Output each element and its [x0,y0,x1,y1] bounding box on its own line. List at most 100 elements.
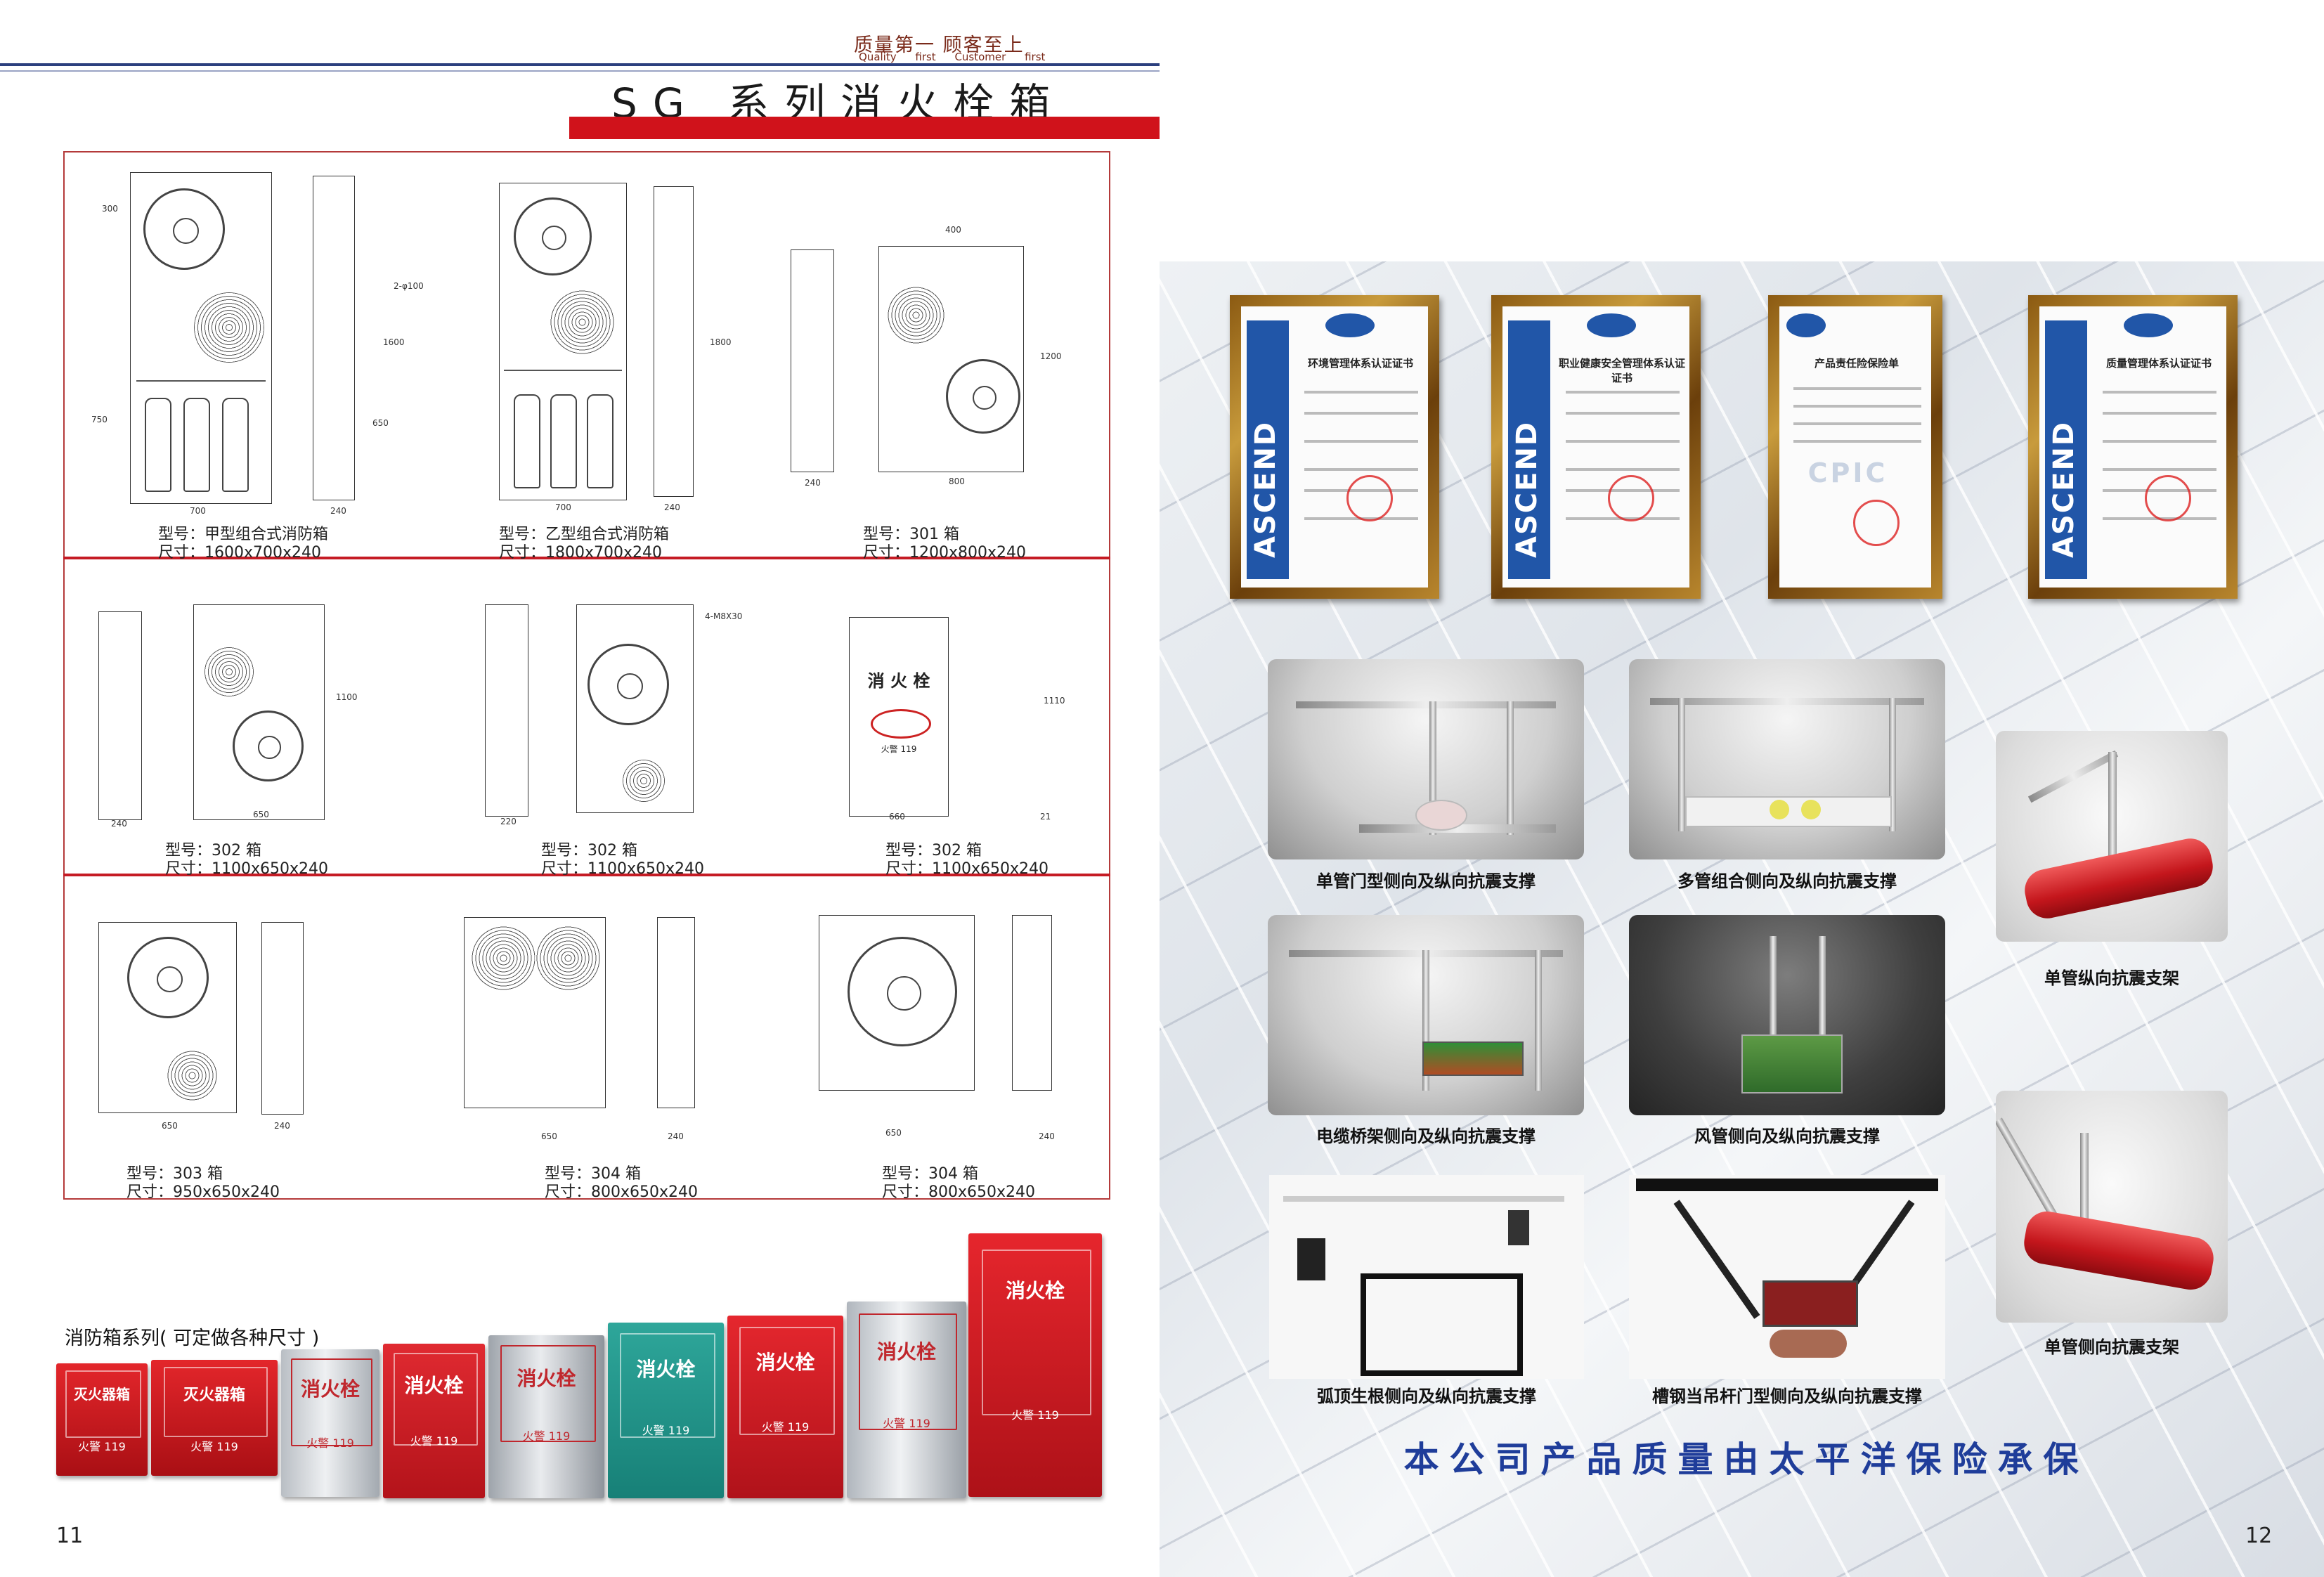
size-label: 尺寸：950x650x240 [126,1183,280,1201]
cabinet-sub: 火警 119 [522,1429,571,1443]
certificate-frame: ASCEND 环境管理体系认证证书 [1230,295,1439,599]
cabinet-label: 消火栓 [755,1351,815,1374]
size-label: 尺寸：1200x800x240 [863,544,1027,562]
dim-label: 220 [500,817,517,826]
drawing-front-view [193,604,325,820]
insurance-guarantee: 本公司产品质量由太平洋保险承保 [1403,1439,2089,1480]
cabinet-sub: 火警 119 [883,1417,930,1430]
header-rule [0,63,1160,66]
drawing-front-view [576,604,694,813]
certificate-brand: CPIC [1807,457,1888,488]
dim-label: 1100 [336,692,358,702]
model-label: 型号：302 箱 [165,842,261,859]
model-label: 型号：303 箱 [126,1165,223,1183]
product-caption: 多管组合侧向及纵向抗震支撑 [1677,871,1897,891]
size-label: 尺寸：800x650x240 [882,1183,1036,1201]
cabinet-photo: 消火栓 火警 119 [488,1335,604,1498]
drawing-side-view [261,922,304,1115]
product-photo [1996,731,2228,942]
size-label: 尺寸：1100x650x240 [541,860,705,878]
certificate-heading: 环境管理体系认证证书 [1307,357,1413,370]
cabinet-photo: 消火栓 火警 119 [608,1323,724,1498]
plate-text: 消 火 栓 [867,670,930,691]
certificate-frame: ASCEND 职业健康安全管理体系认证证书 [1491,295,1701,599]
dim-label: 2-φ100 [394,281,424,291]
certificate-brand: ASCEND [2048,420,2080,558]
red-seal-icon [1346,475,1393,521]
size-label: 尺寸：800x650x240 [545,1183,699,1201]
model-label: 型号：302 箱 [885,842,982,859]
slogan-english: Quality first Customer first [859,51,1046,63]
dim-label: 400 [945,225,961,235]
model-label: 型号：304 箱 [545,1165,641,1183]
certificate-heading: 质量管理体系认证证书 [2105,357,2212,370]
cabinet-sub: 火警 119 [410,1434,458,1448]
dim-label: 750 [91,415,108,424]
certificate-frame: ASCEND 质量管理体系认证证书 [2028,295,2238,599]
dim-label: 1200 [1040,351,1062,361]
dim-label: 240 [664,502,680,512]
drawing-side-view [654,186,694,497]
ascend-logo-icon [1587,313,1636,337]
red-seal-icon [1853,500,1900,546]
row-divider [63,874,1110,876]
drawing-side-view [657,917,695,1108]
model-label: 型号：304 箱 [882,1165,978,1183]
cabinet-label: 消火栓 [636,1358,696,1381]
size-label: 尺寸：1600x700x240 [158,544,322,562]
dim-label: 240 [668,1131,684,1141]
size-label: 尺寸：1100x650x240 [165,860,329,878]
certificate-frame: 产品责任险保险单 CPIC [1768,295,1942,599]
dim-label: 1600 [383,337,405,347]
drawing-side-view [98,611,142,820]
product-caption: 电缆桥架侧向及纵向抗震支撑 [1316,1127,1536,1146]
ascend-logo-icon [1325,313,1375,337]
cabinet-sub: 火警 119 [306,1436,354,1450]
row-divider [63,557,1110,559]
cabinet-photo: 消火栓 火警 119 [727,1316,843,1498]
left-page: 质量第一 顾客至上 Quality first Customer first S… [0,0,1160,1577]
page-number: 12 [2245,1524,2273,1548]
cabinet-photo: 灭火器箱 火警 119 [56,1363,148,1476]
red-seal-icon [1608,475,1654,521]
page-number: 11 [56,1524,84,1548]
product-caption: 单管门型侧向及纵向抗震支撑 [1316,871,1536,891]
cabinet-label: 消火栓 [876,1340,936,1363]
dim-label: 240 [111,819,127,829]
cabinet-label: 消火栓 [300,1377,360,1401]
drawing-front-view [98,922,237,1113]
product-photo [1629,915,1945,1115]
product-caption: 弧顶生根侧向及纵向抗震支撑 [1317,1387,1536,1406]
cabinet-series-heading: 消防箱系列( 可定做各种尺寸 ) [65,1328,320,1349]
dim-label: 650 [885,1128,902,1138]
dim-label: 21 [1040,812,1051,822]
drawing-side-view [313,176,355,500]
cabinet-photo: 消火栓 火警 119 [847,1302,966,1498]
product-photo [1269,1175,1584,1379]
dim-label: 650 [372,418,389,428]
cabinet-label: 灭火器箱 [183,1387,245,1404]
cabinet-label: 灭火器箱 [74,1386,130,1403]
cabinet-label: 消火栓 [404,1374,464,1397]
cabinet-sub: 火警 119 [642,1424,690,1437]
cabinet-photo: 消火栓 火警 119 [281,1349,379,1497]
dim-label: 240 [274,1121,290,1131]
model-label: 型号：301 箱 [863,526,959,543]
fire-emblem-icon [871,709,931,739]
dim-label: 650 [162,1121,178,1131]
product-caption: 单管侧向抗震支架 [2044,1337,2179,1357]
slogan-chinese: 质量第一 顾客至上 [854,34,1025,56]
drawing-front-view [499,183,627,500]
drawing-side-view [485,604,528,817]
product-photo [1996,1091,2228,1323]
cabinet-photo: 灭火器箱 火警 119 [151,1360,278,1476]
pacific-insurance-logo-icon [1786,313,1826,337]
right-page: ASCEND 环境管理体系认证证书 ASCEND 职业健康安全管理体系认证证书 … [1160,261,2324,1577]
drawing-side-view [1012,915,1052,1091]
model-label: 型号：302 箱 [541,842,637,859]
dim-label: 4-M8X30 [705,611,743,621]
dim-label: 240 [330,506,346,516]
cabinet-label: 消火栓 [1005,1279,1065,1302]
dim-label: 1110 [1044,696,1065,706]
dim-label: 300 [102,204,118,214]
